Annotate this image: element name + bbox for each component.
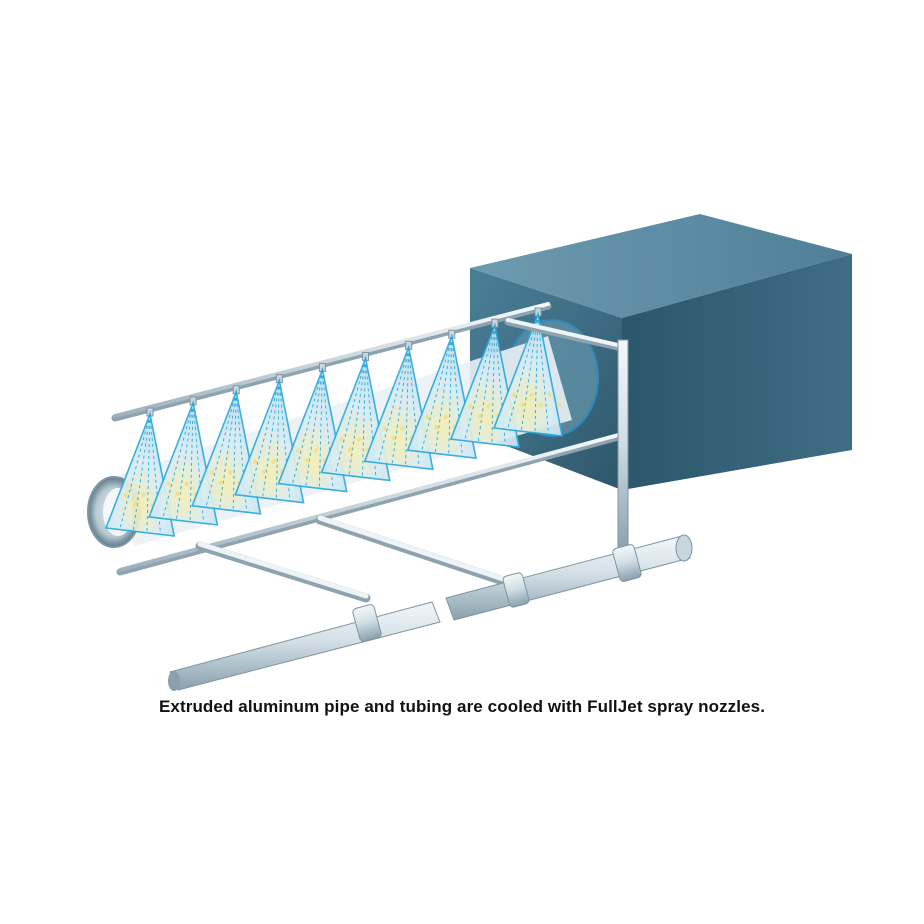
spray-line xyxy=(537,313,550,435)
spray-droplet xyxy=(209,470,215,475)
spray-line xyxy=(491,325,496,444)
spray-droplet xyxy=(184,481,190,487)
spray-line xyxy=(365,358,377,479)
spray-line xyxy=(262,380,280,498)
spray-line xyxy=(189,402,194,522)
spray-droplet xyxy=(270,459,276,464)
spray-line xyxy=(534,313,539,433)
spray-line xyxy=(321,369,334,490)
spray-line xyxy=(477,325,496,443)
spray-droplet xyxy=(252,459,258,464)
branch-pipes xyxy=(195,515,523,603)
spray-line xyxy=(162,402,194,519)
spray-droplet xyxy=(425,414,430,420)
spray-droplet xyxy=(296,448,301,453)
spray-droplet xyxy=(434,424,439,430)
upper-manifold xyxy=(111,302,552,422)
spray-droplet xyxy=(400,426,405,431)
spray-line xyxy=(334,358,366,475)
spray-line xyxy=(377,347,410,464)
spray-droplet xyxy=(175,491,181,497)
spray-droplet xyxy=(227,470,233,475)
spray-line xyxy=(278,380,291,502)
spray-line xyxy=(219,391,237,510)
spray-droplet xyxy=(511,392,516,398)
spray-line xyxy=(494,325,506,446)
spray-cone xyxy=(492,307,564,437)
spray-nozzles xyxy=(104,307,564,537)
spray-droplet xyxy=(305,458,310,463)
header-end-cap xyxy=(675,534,693,562)
spray-line xyxy=(408,347,420,468)
spray-line xyxy=(420,336,453,452)
spray-droplet xyxy=(468,403,473,409)
spray-line xyxy=(405,347,410,467)
spray-droplet xyxy=(529,392,534,398)
spray-line xyxy=(146,413,151,533)
spray-droplet xyxy=(132,502,137,508)
spray-pattern xyxy=(492,311,564,437)
spray-droplet xyxy=(166,481,172,487)
spray-line xyxy=(362,358,367,478)
spray-droplet xyxy=(477,413,482,419)
header-coupling-right xyxy=(612,544,642,582)
spray-droplet xyxy=(520,402,525,408)
header-coupling-left xyxy=(352,604,382,642)
spray-line xyxy=(448,336,453,456)
spray-droplet xyxy=(486,403,491,409)
spray-droplet xyxy=(357,437,362,442)
spray-droplet xyxy=(348,447,353,452)
spray-droplet xyxy=(382,426,387,431)
figure-caption: Extruded aluminum pipe and tubing are co… xyxy=(158,697,766,716)
header-open-end xyxy=(168,671,180,691)
spray-line xyxy=(248,380,280,497)
spray-droplet xyxy=(339,437,344,442)
spray-line xyxy=(464,324,496,441)
spray-line xyxy=(434,336,453,454)
spray-droplet xyxy=(547,392,552,398)
spray-droplet xyxy=(314,448,319,453)
spray-line xyxy=(132,413,151,532)
supply-header xyxy=(168,534,693,691)
spray-line xyxy=(318,369,323,489)
spray-line xyxy=(305,369,323,487)
chamber-side xyxy=(622,254,852,490)
header-coupling-mid xyxy=(502,572,530,608)
spray-line xyxy=(391,347,410,465)
spray-droplet xyxy=(391,436,396,441)
spray-line xyxy=(205,391,237,508)
spray-line xyxy=(520,313,539,432)
spray-line xyxy=(235,391,248,513)
spray-line xyxy=(275,380,280,500)
spray-line xyxy=(291,369,323,486)
spray-droplet xyxy=(123,492,128,498)
spray-line xyxy=(507,313,539,430)
spray-droplet xyxy=(261,469,267,474)
spray-line xyxy=(232,391,237,511)
riser-pipe xyxy=(504,318,629,553)
spray-line xyxy=(119,413,151,530)
spray-line xyxy=(149,413,162,535)
spray-line xyxy=(348,358,367,476)
chamber-top xyxy=(470,214,852,318)
header-segment-left xyxy=(169,601,441,691)
spray-droplet xyxy=(141,492,146,498)
spray-line xyxy=(451,336,463,457)
spray-droplet xyxy=(538,402,543,408)
spray-droplet xyxy=(556,402,561,408)
spray-droplet xyxy=(443,414,448,420)
spray-droplet xyxy=(218,480,224,485)
spray-line xyxy=(192,402,205,524)
spray-line xyxy=(175,402,194,521)
